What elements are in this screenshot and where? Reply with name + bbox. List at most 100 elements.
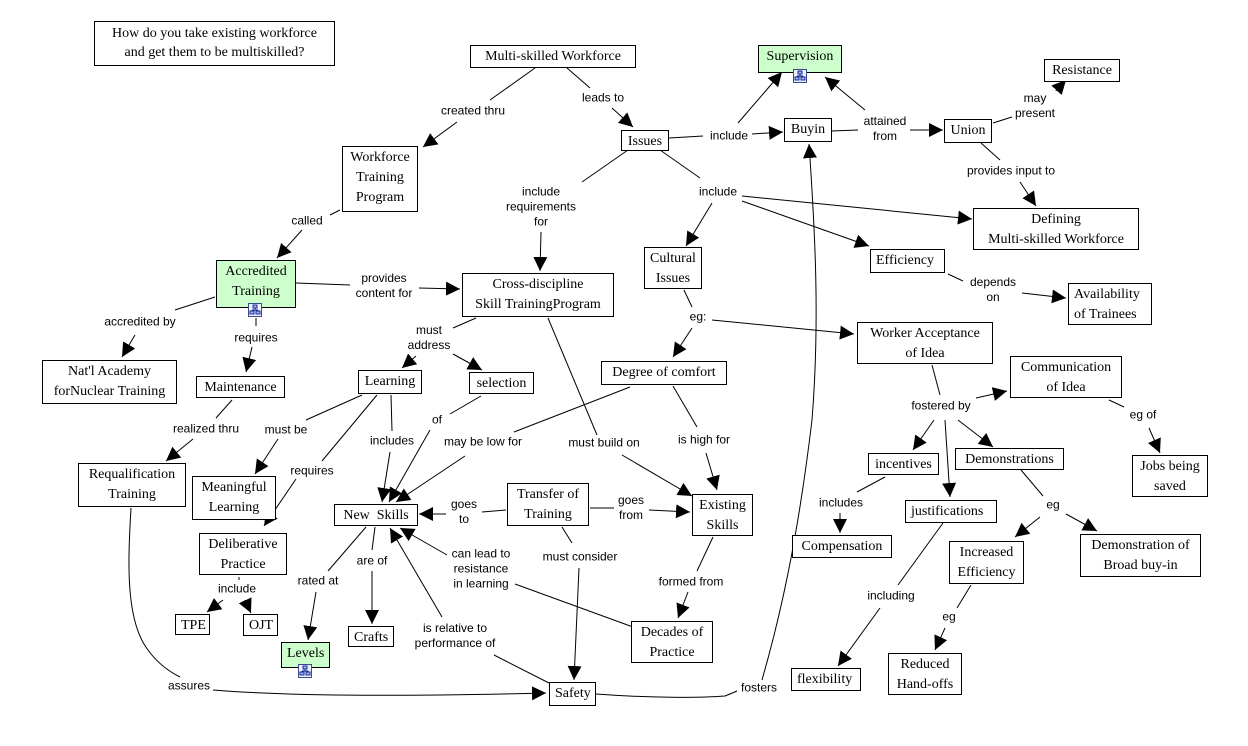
link-label[interactable]: includes bbox=[816, 495, 866, 511]
focus-question: How do you take existing workforce and g… bbox=[94, 21, 335, 66]
concept-accredited-training[interactable]: Accredited Training bbox=[216, 260, 296, 308]
concept-transfer-of-training[interactable]: Transfer of Training bbox=[507, 483, 589, 526]
link-label[interactable]: goes to bbox=[448, 497, 480, 527]
concept-communication-of-idea[interactable]: Communication of Idea bbox=[1010, 356, 1122, 398]
link-label[interactable]: eg of bbox=[1127, 407, 1159, 423]
concept-maintenance[interactable]: Maintenance bbox=[196, 376, 285, 398]
link-label[interactable]: include bbox=[707, 128, 751, 144]
concept-increased-efficiency[interactable]: Increased Efficiency bbox=[949, 541, 1024, 584]
link-label[interactable]: requires bbox=[288, 463, 336, 479]
link-label[interactable]: provides content for bbox=[353, 271, 415, 301]
link-label[interactable]: fostered by bbox=[909, 398, 973, 414]
link-label[interactable]: accredited by bbox=[102, 314, 178, 330]
concept-ojt[interactable]: OJT bbox=[243, 614, 278, 636]
concept-learning[interactable]: Learning bbox=[358, 370, 422, 394]
concept-resistance[interactable]: Resistance bbox=[1044, 59, 1120, 82]
link-label[interactable]: include requirements for bbox=[503, 184, 579, 230]
link-label[interactable]: must address bbox=[405, 323, 453, 353]
concept-levels[interactable]: Levels bbox=[281, 642, 330, 668]
link-label[interactable]: assures bbox=[165, 678, 213, 694]
link-line bbox=[566, 67, 591, 89]
link-label[interactable]: created thru bbox=[438, 103, 508, 119]
concept-flexibility[interactable]: flexibility bbox=[791, 668, 861, 691]
link-line bbox=[321, 394, 378, 462]
link-label[interactable]: are of bbox=[354, 553, 390, 569]
link-line bbox=[611, 107, 634, 128]
link-label[interactable]: may present bbox=[1012, 91, 1058, 121]
link-line bbox=[931, 364, 941, 396]
concept-jobs-being-saved[interactable]: Jobs being saved bbox=[1132, 455, 1208, 497]
concept-degree-of-comfort[interactable]: Degree of comfort bbox=[601, 361, 727, 385]
link-label[interactable]: can lead to resistance in learning bbox=[449, 546, 513, 592]
link-line bbox=[238, 597, 252, 614]
submap-icon[interactable] bbox=[298, 664, 312, 678]
link-label[interactable]: fosters bbox=[738, 680, 780, 696]
concept-defining-multi-skilled-workforce[interactable]: Defining Multi-skilled Workforce bbox=[973, 208, 1139, 250]
link-label[interactable]: includes bbox=[367, 433, 417, 449]
link-label[interactable]: include bbox=[215, 581, 259, 597]
link-label[interactable]: called bbox=[289, 213, 325, 229]
concept-decades-of-practice[interactable]: Decades of Practice bbox=[631, 621, 713, 663]
submap-icon[interactable] bbox=[793, 69, 807, 83]
link-label[interactable]: goes from bbox=[615, 493, 647, 523]
link-line bbox=[174, 296, 216, 311]
concept-reduced-hand-offs[interactable]: Reduced Hand-offs bbox=[888, 653, 962, 695]
concept-incentives[interactable]: incentives bbox=[868, 453, 939, 475]
link-label[interactable]: eg bbox=[940, 609, 958, 625]
link-label[interactable]: provides input to bbox=[964, 163, 1058, 179]
link-label[interactable]: must build on bbox=[566, 435, 642, 451]
link-label[interactable]: must be bbox=[262, 422, 310, 438]
concept-crafts[interactable]: Crafts bbox=[348, 626, 394, 647]
concept-efficiency[interactable]: Efficiency bbox=[870, 249, 945, 273]
link-line bbox=[761, 143, 817, 681]
concept-nat-academy[interactable]: Nat'l Academy forNuclear Training bbox=[42, 360, 177, 404]
link-line bbox=[975, 387, 1008, 401]
concept-meaningful-learning[interactable]: Meaningful Learning bbox=[192, 476, 276, 520]
link-line bbox=[672, 327, 693, 358]
concept-requalification-training[interactable]: Requalification Training bbox=[78, 463, 186, 507]
concept-availability-of-trainees[interactable]: Availability of Trainees bbox=[1068, 283, 1152, 325]
concept-union[interactable]: Union bbox=[944, 119, 992, 143]
concept-demonstration-broad-buy-in[interactable]: Demonstration of Broad buy-in bbox=[1080, 534, 1201, 577]
link-line bbox=[401, 353, 418, 369]
link-label[interactable]: rated at bbox=[295, 573, 341, 589]
link-label[interactable]: realized thru bbox=[170, 421, 242, 437]
link-label[interactable]: is high for bbox=[675, 432, 733, 448]
link-label[interactable]: include bbox=[696, 184, 740, 200]
link-label[interactable]: may be low for bbox=[441, 434, 525, 450]
link-line bbox=[621, 454, 693, 497]
concept-cultural-issues[interactable]: Cultural Issues bbox=[644, 247, 702, 289]
link-label[interactable]: formed from bbox=[656, 574, 726, 590]
link-label[interactable]: leads to bbox=[579, 90, 627, 106]
concept-issues[interactable]: Issues bbox=[621, 130, 669, 151]
submap-icon[interactable] bbox=[248, 303, 262, 317]
link-label[interactable]: requires bbox=[232, 330, 280, 346]
concept-selection[interactable]: selection bbox=[469, 372, 534, 394]
link-line bbox=[513, 386, 631, 433]
link-line bbox=[581, 149, 629, 183]
concept-new-skills[interactable]: New Skills bbox=[334, 504, 418, 526]
concept-demonstrations[interactable]: Demonstrations bbox=[955, 448, 1064, 470]
link-line bbox=[957, 419, 994, 448]
concept-tpe[interactable]: TPE bbox=[175, 614, 210, 635]
link-label[interactable]: including bbox=[865, 588, 917, 604]
concept-cross-discipline-program[interactable]: Cross-discipline Skill TrainingProgram bbox=[462, 273, 614, 317]
link-label[interactable]: depends on bbox=[967, 275, 1019, 305]
link-label[interactable]: eg: bbox=[687, 309, 709, 325]
concept-workforce-training-program[interactable]: Workforce Training Program bbox=[342, 146, 418, 212]
link-label[interactable]: is relative to performance of bbox=[412, 621, 498, 651]
link-label[interactable]: eg bbox=[1044, 497, 1062, 513]
concept-multi-skilled-workforce[interactable]: Multi-skilled Workforce bbox=[470, 45, 636, 68]
link-label[interactable]: of bbox=[429, 412, 445, 428]
concept-existing-skills[interactable]: Existing Skills bbox=[692, 494, 753, 536]
link-label[interactable]: attained from bbox=[861, 114, 909, 144]
concept-justifications[interactable]: justifications bbox=[905, 500, 997, 523]
link-label[interactable]: must consider bbox=[540, 549, 620, 565]
concept-worker-acceptance[interactable]: Worker Acceptance of Idea bbox=[857, 322, 993, 364]
concept-buyin[interactable]: Buyin bbox=[784, 118, 832, 142]
concept-deliberative-practice[interactable]: Deliberative Practice bbox=[199, 533, 287, 575]
link-line bbox=[215, 399, 233, 419]
concept-compensation[interactable]: Compensation bbox=[792, 535, 892, 558]
link-line bbox=[1014, 516, 1041, 538]
concept-safety[interactable]: Safety bbox=[549, 682, 596, 706]
